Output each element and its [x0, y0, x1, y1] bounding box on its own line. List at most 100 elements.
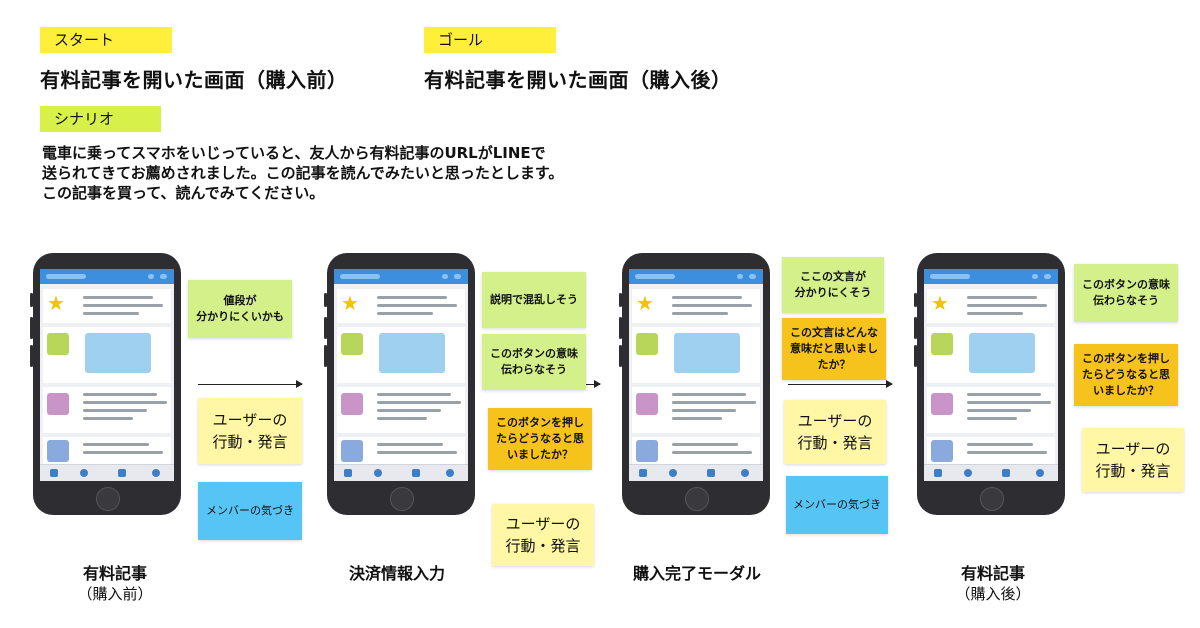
- home-icon: [639, 469, 647, 477]
- note-price-unclear: 値段が分かりにくいかも: [188, 280, 292, 338]
- step-sublabel: （購入後）: [955, 585, 1031, 603]
- step-caption: 有料記事 （購入後）: [918, 564, 1068, 604]
- note-button-meaning: このボタンの意味伝わらなそう: [1074, 264, 1178, 322]
- app-header-title: [340, 274, 380, 279]
- step-label: 決済情報入力: [348, 564, 445, 583]
- home-icon: [344, 469, 352, 477]
- feed-card: [927, 437, 1055, 465]
- home-icon: [50, 469, 58, 477]
- text-line: [967, 393, 1041, 396]
- text-line: [377, 296, 447, 299]
- phone-side-button: [619, 293, 622, 307]
- note-line: 行動・発言: [505, 537, 581, 555]
- phone-mockup: ★: [324, 253, 475, 515]
- note-line: 説明で混乱しそう: [490, 293, 578, 306]
- note-line: このボタンを押し: [496, 416, 584, 429]
- text-line: [672, 296, 742, 299]
- tab-bar: [334, 464, 468, 481]
- note-line: メンバーの気づき: [206, 504, 294, 517]
- step-caption: 有料記事 （購入前）: [40, 564, 190, 604]
- text-line: [83, 443, 149, 446]
- step-label: 有料記事: [82, 564, 147, 583]
- note-line: 行動・発言: [212, 433, 288, 451]
- start-title: 有料記事を開いた画面（購入前）: [40, 68, 348, 92]
- avatar: [47, 440, 69, 462]
- text-line: [377, 409, 441, 412]
- note-user-action: ユーザーの行動・発言: [784, 400, 886, 464]
- image-placeholder: [379, 333, 445, 373]
- phone-side-button: [619, 345, 622, 367]
- text-line: [967, 401, 1051, 404]
- note-button-meaning: このボタンの意味伝わらなそう: [482, 334, 586, 390]
- text-line: [83, 451, 163, 454]
- text-line: [377, 443, 443, 446]
- phone-side-button: [324, 317, 327, 339]
- menu-icon: [1044, 274, 1051, 279]
- note-line: 値段が: [223, 294, 257, 307]
- star-icon: ★: [931, 291, 949, 315]
- search-icon: [80, 469, 88, 477]
- search-icon: [669, 469, 677, 477]
- search-icon: [442, 274, 448, 279]
- note-line: たか？: [817, 358, 851, 371]
- text-line: [83, 417, 133, 420]
- phone-home-button: [96, 487, 120, 511]
- phone-side-button: [30, 345, 33, 367]
- avatar: [931, 393, 953, 415]
- menu-icon: [454, 274, 461, 279]
- note-line: いましたか？: [507, 448, 573, 461]
- scenario-line: 電車に乗ってスマホをいじっていると、友人から有料記事のURLがLINEで: [42, 144, 546, 162]
- text-line: [83, 393, 157, 396]
- phone-side-button: [619, 317, 622, 339]
- phone-side-button: [914, 317, 917, 339]
- phone-home-button: [390, 487, 414, 511]
- feed-card: ★: [927, 289, 1055, 323]
- note-confusing-explanation: 説明で混乱しそう: [482, 272, 586, 328]
- step-caption: 購入完了モーダル: [612, 564, 782, 584]
- app-header-title: [930, 274, 970, 279]
- text-line: [83, 312, 139, 315]
- note-user-action: ユーザーの行動・発言: [198, 398, 302, 464]
- note-line: 行動・発言: [1095, 462, 1171, 480]
- step-sublabel: （購入前）: [77, 585, 153, 603]
- note-line: 伝わらなそう: [1093, 294, 1159, 307]
- text-line: [967, 296, 1037, 299]
- note-member-insight: メンバーの気づき: [786, 476, 888, 534]
- flow-arrow: [584, 380, 601, 388]
- app-header: [334, 269, 468, 284]
- flow-arrow: [788, 380, 893, 388]
- note-button-question: このボタンを押したらどうなると思いましたか？: [1074, 344, 1178, 406]
- avatar: [341, 333, 363, 355]
- list-icon: [412, 469, 420, 477]
- avatar: [636, 440, 658, 462]
- text-line: [672, 393, 746, 396]
- user-icon: [741, 469, 749, 477]
- home-icon: [934, 469, 942, 477]
- note-line: ユーザーの: [212, 411, 288, 429]
- feed-card: [632, 387, 760, 433]
- text-line: [967, 304, 1047, 307]
- text-line: [672, 451, 752, 454]
- menu-icon: [749, 274, 756, 279]
- note-line: このボタンの意味: [1082, 278, 1170, 291]
- feed-card: [337, 437, 465, 465]
- star-icon: ★: [47, 291, 65, 315]
- tab-bar: [40, 464, 174, 481]
- phone-screen: ★: [924, 269, 1058, 481]
- phone-side-button: [914, 345, 917, 367]
- phone-side-button: [30, 293, 33, 307]
- scenario-line: この記事を買って、読んでみてください。: [42, 184, 325, 202]
- note-line: 伝わらなそう: [501, 363, 567, 376]
- text-line: [672, 304, 752, 307]
- note-line: ここの文言が: [800, 270, 866, 283]
- image-placeholder: [969, 333, 1035, 373]
- avatar: [47, 393, 69, 415]
- avatar: [47, 333, 69, 355]
- search-icon: [148, 274, 154, 279]
- feed-card: [43, 327, 171, 383]
- tab-bar: [924, 464, 1058, 481]
- text-line: [967, 312, 1023, 315]
- text-line: [967, 409, 1031, 412]
- phone-side-button: [30, 317, 33, 339]
- scenario-tag: シナリオ: [40, 106, 161, 132]
